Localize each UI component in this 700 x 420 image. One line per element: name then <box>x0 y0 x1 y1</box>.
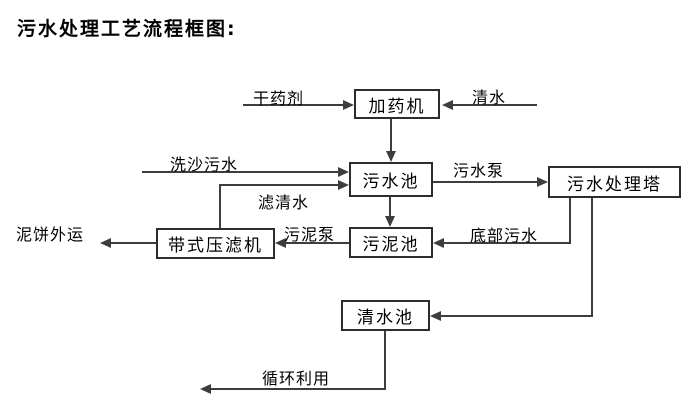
edge-label-sludge-pump: 污泥泵 <box>284 225 336 244</box>
edge-line-filtered-water <box>219 184 339 186</box>
node-sewage-treatment-tower: 污水处理塔 <box>548 166 681 198</box>
edge-line-dosing-to-sewage <box>390 119 392 152</box>
node-dosing-machine: 加药机 <box>354 89 440 119</box>
edge-line-sand-wash-sewage <box>142 171 339 173</box>
edge-line-tower-to-clean-vertical <box>591 198 593 317</box>
edge-label-mud-cake-out: 泥饼外运 <box>16 225 85 244</box>
edge-line-recycle-vertical <box>384 331 386 389</box>
edge-line-mud-cake-out <box>110 242 156 244</box>
edge-label-bottom-sewage: 底部污水 <box>470 226 539 245</box>
arrowhead-left-icon <box>100 238 111 248</box>
edge-line-clean-water <box>452 104 537 106</box>
arrowhead-right-icon <box>338 167 349 177</box>
arrowhead-right-icon <box>343 100 354 110</box>
arrowhead-left-icon <box>275 238 286 248</box>
node-clean-water-pool: 清水池 <box>341 300 430 331</box>
edge-label-sand-wash-sewage: 洗沙污水 <box>170 155 239 174</box>
diagram-title: 污水处理工艺流程框图: <box>17 18 237 40</box>
edge-line-sewage-to-sludge <box>389 197 391 217</box>
arrowhead-right-icon <box>537 177 548 187</box>
arrowhead-right-icon <box>338 180 349 190</box>
arrowhead-left-icon <box>200 384 211 394</box>
edge-line-tower-to-clean <box>440 315 593 317</box>
edge-label-sewage-pump: 污水泵 <box>453 161 505 180</box>
edge-label-dry-agent: 干药剂 <box>253 89 305 108</box>
edge-line-sludge-pump <box>285 242 349 244</box>
arrowhead-left-icon <box>442 100 453 110</box>
edge-line-recycle <box>210 388 386 390</box>
edge-line-bottom-sewage <box>443 242 571 244</box>
node-belt-filter-press: 带式压滤机 <box>156 228 275 259</box>
edge-label-filtered-water: 滤清水 <box>258 193 310 212</box>
arrowhead-left-icon <box>433 238 444 248</box>
node-sewage-pool: 污水池 <box>349 162 433 197</box>
edge-line-sewage-pump <box>433 181 538 183</box>
edge-label-clean-water: 清水 <box>472 88 507 107</box>
edge-line-bottom-sewage-vertical <box>569 198 571 244</box>
node-sludge-pool: 污泥池 <box>349 227 433 258</box>
arrowhead-down-icon <box>385 216 395 227</box>
arrowhead-left-icon <box>430 311 441 321</box>
edge-line-dry-agent <box>243 104 343 106</box>
arrowhead-down-icon <box>386 151 396 162</box>
edge-label-recycle-use: 循环利用 <box>262 369 331 388</box>
edge-line-filtered-water-vertical <box>219 185 221 228</box>
